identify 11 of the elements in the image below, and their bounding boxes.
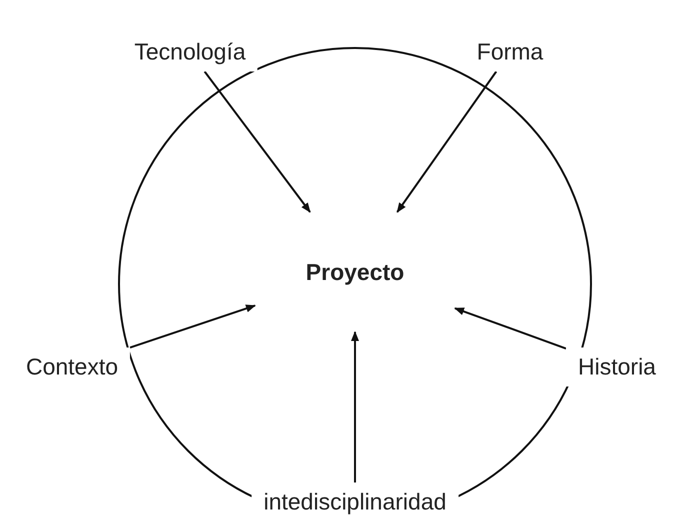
arrow <box>351 331 359 482</box>
arrow <box>130 304 256 348</box>
node-label: Historia <box>578 354 656 380</box>
node-label: Proyecto <box>306 258 404 286</box>
node-label: Forma <box>476 38 544 64</box>
node-label: Tecnología <box>134 38 246 64</box>
arrow <box>454 307 566 350</box>
arrow <box>396 70 498 213</box>
node-label: Contexto <box>26 354 118 380</box>
arrow <box>204 70 311 213</box>
node-label: intedisciplinaridad <box>264 488 446 514</box>
